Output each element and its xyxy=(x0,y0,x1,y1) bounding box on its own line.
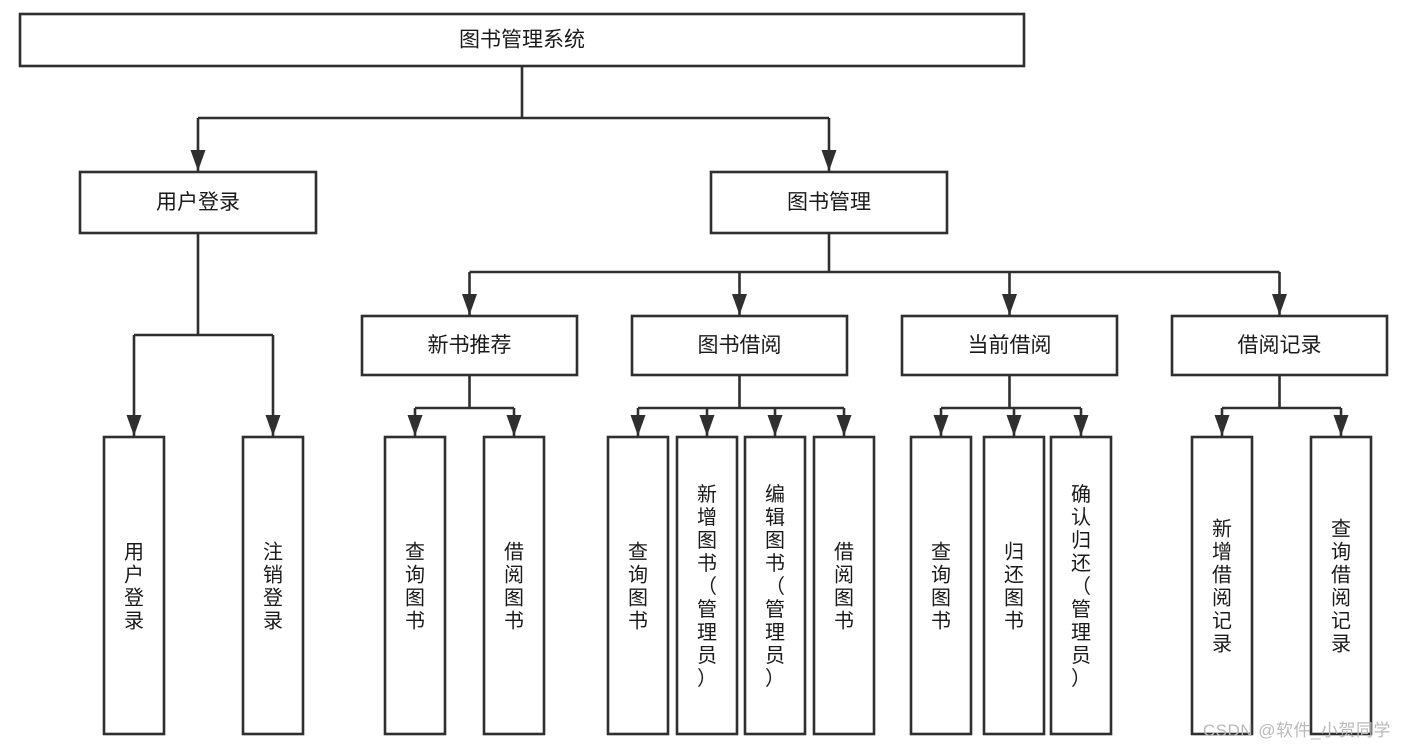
node-box xyxy=(360,314,579,377)
node-box xyxy=(812,435,876,736)
node-new-book-rec[interactable]: 新书推荐 xyxy=(360,314,579,377)
node-label: 用户登录 xyxy=(124,541,144,632)
arrow-head-icon xyxy=(767,415,783,436)
arrow-head-icon xyxy=(126,415,142,436)
arrow-head-icon xyxy=(407,415,423,436)
node-leaf-user-login[interactable]: 用户登录 xyxy=(102,435,166,736)
node-leaf-borrow-book-1[interactable]: 借阅图书 xyxy=(482,435,546,736)
node-label: 借阅图书 xyxy=(504,540,524,632)
node-label: 图书管理 xyxy=(787,191,871,214)
node-leaf-return-book[interactable]: 归还图书 xyxy=(982,435,1046,736)
arrow-head-icon xyxy=(821,150,837,171)
node-label: 确认归还（管理员） xyxy=(1071,483,1091,690)
node-box xyxy=(1309,435,1373,736)
node-label: 查询图书 xyxy=(405,540,425,632)
arrow-head-icon xyxy=(836,415,852,436)
node-label: 图书管理系统 xyxy=(459,29,585,52)
node-box xyxy=(1049,435,1113,736)
node-leaf-borrow-book-2[interactable]: 借阅图书 xyxy=(812,435,876,736)
node-box xyxy=(18,12,1026,68)
node-box xyxy=(1170,314,1389,377)
node-label: 借阅记录 xyxy=(1238,334,1322,357)
node-box xyxy=(383,435,447,736)
node-box xyxy=(1190,435,1254,736)
node-label: 注销登录 xyxy=(263,540,283,632)
node-label: 新增图书（管理员） xyxy=(697,483,717,690)
node-leaf-confirm-return[interactable]: 确认归还（管理员） xyxy=(1049,435,1113,736)
node-label: 用户登录 xyxy=(156,191,240,214)
node-label: 查询图书 xyxy=(931,540,951,632)
node-box xyxy=(241,435,305,736)
node-leaf-query-book-1[interactable]: 查询图书 xyxy=(383,435,447,736)
node-label: 编辑图书（管理员） xyxy=(765,483,785,690)
node-leaf-add-record[interactable]: 新增借阅记录 xyxy=(1190,435,1254,736)
arrow-head-icon xyxy=(732,294,747,315)
arrow-head-icon xyxy=(1002,294,1017,315)
node-box xyxy=(709,170,949,235)
node-label: 查询图书 xyxy=(628,540,648,632)
node-box xyxy=(630,314,849,377)
node-label: 图书借阅 xyxy=(698,334,782,357)
node-box xyxy=(743,435,807,736)
node-leaf-query-record[interactable]: 查询借阅记录 xyxy=(1309,435,1373,736)
arrow-head-icon xyxy=(1214,415,1230,436)
node-leaf-query-book-2[interactable]: 查询图书 xyxy=(606,435,670,736)
node-box xyxy=(909,435,973,736)
connector-layer xyxy=(126,66,1349,436)
arrow-head-icon xyxy=(933,415,949,436)
node-label: 当前借阅 xyxy=(968,334,1052,357)
node-leaf-edit-book[interactable]: 编辑图书（管理员） xyxy=(743,435,807,736)
arrow-head-icon xyxy=(462,294,477,315)
node-label: 查询借阅记录 xyxy=(1331,517,1351,655)
node-box xyxy=(102,435,166,736)
node-book-manage[interactable]: 图书管理 xyxy=(709,170,949,235)
node-root[interactable]: 图书管理系统 xyxy=(18,12,1026,68)
node-leaf-query-book-3[interactable]: 查询图书 xyxy=(909,435,973,736)
arrow-head-icon xyxy=(190,150,206,171)
arrow-head-icon xyxy=(630,415,646,436)
arrow-head-icon xyxy=(699,415,715,436)
node-borrow-record[interactable]: 借阅记录 xyxy=(1170,314,1389,377)
node-leaf-user-logout[interactable]: 注销登录 xyxy=(241,435,305,736)
node-box xyxy=(900,314,1119,377)
node-box xyxy=(606,435,670,736)
arrow-head-icon xyxy=(506,415,522,436)
node-label: 归还图书 xyxy=(1004,540,1024,632)
node-layer: 图书管理系统用户登录用户登录注销登录图书管理新书推荐查询图书借阅图书图书借阅查询… xyxy=(18,12,1389,736)
node-box xyxy=(482,435,546,736)
arrow-head-icon xyxy=(1006,415,1022,436)
node-book-borrow[interactable]: 图书借阅 xyxy=(630,314,849,377)
node-label: 新书推荐 xyxy=(428,334,512,357)
node-box xyxy=(982,435,1046,736)
node-box xyxy=(675,435,739,736)
node-label: 新增借阅记录 xyxy=(1212,517,1232,655)
arrow-head-icon xyxy=(1073,415,1089,436)
node-current-borrow[interactable]: 当前借阅 xyxy=(900,314,1119,377)
node-label: 借阅图书 xyxy=(834,540,854,632)
node-leaf-add-book[interactable]: 新增图书（管理员） xyxy=(675,435,739,736)
node-user-login[interactable]: 用户登录 xyxy=(78,170,318,235)
arrow-head-icon xyxy=(1272,294,1287,315)
arrow-head-icon xyxy=(265,415,281,436)
node-box xyxy=(78,170,318,235)
arrow-head-icon xyxy=(1333,415,1349,436)
